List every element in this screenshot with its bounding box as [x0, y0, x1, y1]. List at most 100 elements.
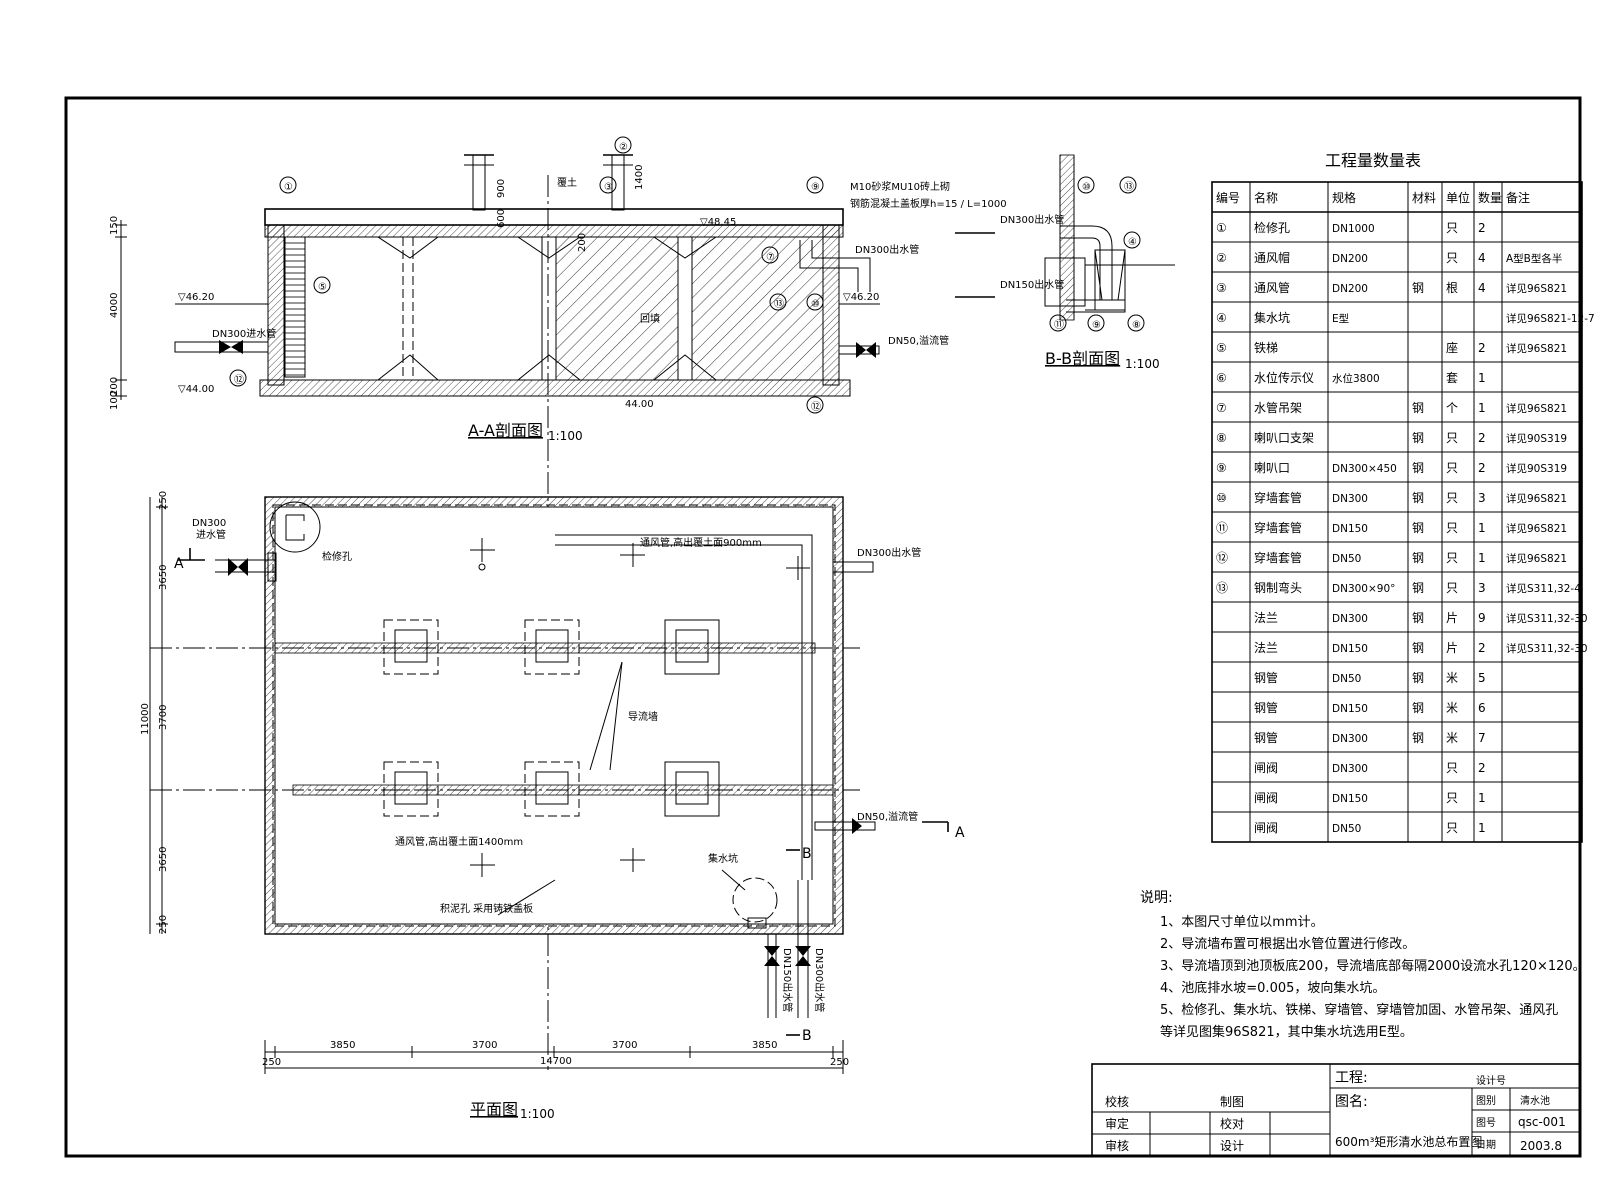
table-cell: 水位传示仪 — [1254, 370, 1314, 385]
bb-title: B-B剖面图 — [1045, 349, 1120, 368]
table-cell: 只 — [1446, 791, 1458, 805]
table-cell: DN300 — [1332, 613, 1368, 625]
aa-elev-bottom-left: ▽44.00 — [178, 384, 214, 395]
table-cell: 穿墙套管 — [1254, 490, 1302, 505]
aa-dim-200: 200 — [109, 377, 120, 396]
plan-hdim-3700a: 3700 — [472, 1040, 497, 1051]
tb-design: 设计 — [1220, 1139, 1244, 1153]
table-cell: 钢 — [1412, 401, 1424, 415]
plan-dim-3650a: 3650 — [158, 565, 169, 590]
table-cell: 根 — [1446, 281, 1458, 295]
table-cell: 详见96S821-12-7 — [1506, 312, 1595, 325]
tb-project-label: 工程: — [1335, 1070, 1368, 1086]
table-cell: A型B型各半 — [1506, 252, 1562, 265]
table-cell: ④ — [1216, 311, 1227, 325]
tb-category-value: 清水池 — [1520, 1094, 1550, 1107]
notes-list: 1、本图尺寸单位以mm计。2、导流墙布置可根据出水管位置进行修改。3、导流墙顶到… — [1160, 915, 1586, 1040]
svg-text:⑦: ⑦ — [766, 252, 775, 263]
table-header-cell: 单位 — [1446, 190, 1470, 205]
table-cell: 穿墙套管 — [1254, 520, 1302, 535]
table-cell: 1 — [1478, 791, 1486, 805]
table-cell: 7 — [1478, 731, 1486, 745]
table-cell: 1 — [1478, 401, 1486, 415]
svg-text:⑨: ⑨ — [811, 182, 820, 193]
tb-draw: 制图 — [1220, 1095, 1244, 1109]
aa-elev-ground-right: ▽46.20 — [843, 292, 879, 303]
plan-hdim-3850b: 3850 — [752, 1040, 777, 1051]
plan-baffle: 导流墙 — [628, 710, 658, 723]
table-cell: 1 — [1478, 551, 1486, 565]
aa-elev-bottom-mid: 44.00 — [625, 399, 654, 410]
table-cell: 详见90S319 — [1506, 462, 1567, 475]
table-cell: 6 — [1478, 701, 1486, 715]
aa-dim-100: 100 — [109, 391, 120, 410]
aa-dim-150: 150 — [109, 216, 120, 235]
note-line: 等详见图集96S821，其中集水坑选用E型。 — [1160, 1024, 1413, 1040]
table-cell: 水位3800 — [1332, 372, 1380, 385]
svg-text:⑬: ⑬ — [1124, 181, 1134, 193]
svg-text:③: ③ — [604, 182, 613, 193]
table-cell: 集水坑 — [1254, 310, 1290, 325]
table-cell: 只 — [1446, 221, 1458, 235]
svg-text:⑨: ⑨ — [1092, 320, 1101, 331]
table-cell: 喇叭口支架 — [1254, 430, 1314, 445]
table-cell: 3 — [1478, 491, 1486, 505]
aa-roof-note: M10砂浆MU10砖上砌 — [850, 180, 950, 193]
svg-text:②: ② — [619, 142, 628, 153]
table-cell: 2 — [1478, 641, 1486, 655]
plan-section-b2: B — [802, 1028, 812, 1044]
plan-section-a: A — [174, 556, 184, 572]
table-cell: 水管吊架 — [1254, 400, 1302, 415]
plan-vent-note2: 通风管,高出覆土面1400mm — [395, 835, 523, 848]
aa-elev-ground-left: ▽46.20 — [178, 292, 214, 303]
table-cell: 闸阀 — [1254, 821, 1278, 835]
table-cell: DN50 — [1332, 553, 1361, 565]
table-cell: DN50 — [1332, 823, 1361, 835]
table-cell: 2 — [1478, 341, 1486, 355]
svg-text:⑩: ⑩ — [811, 299, 820, 310]
table-cell: 钢 — [1412, 431, 1424, 445]
table-cell: 钢 — [1412, 491, 1424, 505]
tb-proof: 校核 — [1105, 1094, 1129, 1109]
table-cell: 1 — [1478, 521, 1486, 535]
svg-text:⑪: ⑪ — [1054, 319, 1064, 331]
plan-dn300-label: DN300 — [192, 518, 226, 529]
plan-scale: 1:100 — [520, 1107, 555, 1121]
plan-overflow-right: DN50,溢流管 — [857, 810, 918, 823]
bb-scale: 1:100 — [1125, 357, 1160, 371]
table-cell: DN200 — [1332, 253, 1368, 265]
table-cell: 9 — [1478, 611, 1486, 625]
svg-text:⑩: ⑩ — [1082, 182, 1091, 193]
table-cell: ② — [1216, 251, 1227, 265]
bb-pipe2: DN150出水管 — [1000, 278, 1064, 291]
table-cell: 4 — [1478, 281, 1486, 295]
aa-dim-900: 900 — [496, 179, 507, 198]
table-cell: 详见96S821 — [1506, 342, 1567, 355]
plan-section-b: B — [802, 846, 812, 862]
plan-hdim-3850a: 3850 — [330, 1040, 355, 1051]
table-header-cell: 名称 — [1254, 190, 1278, 205]
table-cell: 钢 — [1412, 521, 1424, 535]
notes-heading: 说明: — [1140, 890, 1173, 906]
table-cell: 个 — [1446, 401, 1458, 415]
table-cell: 钢 — [1412, 611, 1424, 625]
tb-drawing-name: 600m³矩形清水池总布置图 — [1335, 1135, 1482, 1149]
plan-hdim-3700b: 3700 — [612, 1040, 637, 1051]
table-cell: 详见96S821 — [1506, 282, 1567, 295]
table-cell: ⑧ — [1216, 431, 1227, 445]
aa-soil: 覆土 — [557, 176, 577, 189]
table-cell: 片 — [1446, 641, 1458, 655]
table-cell: 钢管 — [1254, 670, 1278, 685]
table-cell: 详见S311,32-30 — [1506, 612, 1588, 625]
table-cell: 只 — [1446, 251, 1458, 265]
title-block — [1091, 1063, 1581, 1157]
table-cell: 钢 — [1412, 641, 1424, 655]
table-cell: 只 — [1446, 521, 1458, 535]
aa-scale: 1:100 — [548, 429, 583, 443]
table-cell: 检修孔 — [1254, 220, 1290, 235]
table-cell: 2 — [1478, 221, 1486, 235]
table-cell: E型 — [1332, 312, 1349, 325]
table-cell: 3 — [1478, 581, 1486, 595]
table-cell: 钢管 — [1254, 700, 1278, 715]
